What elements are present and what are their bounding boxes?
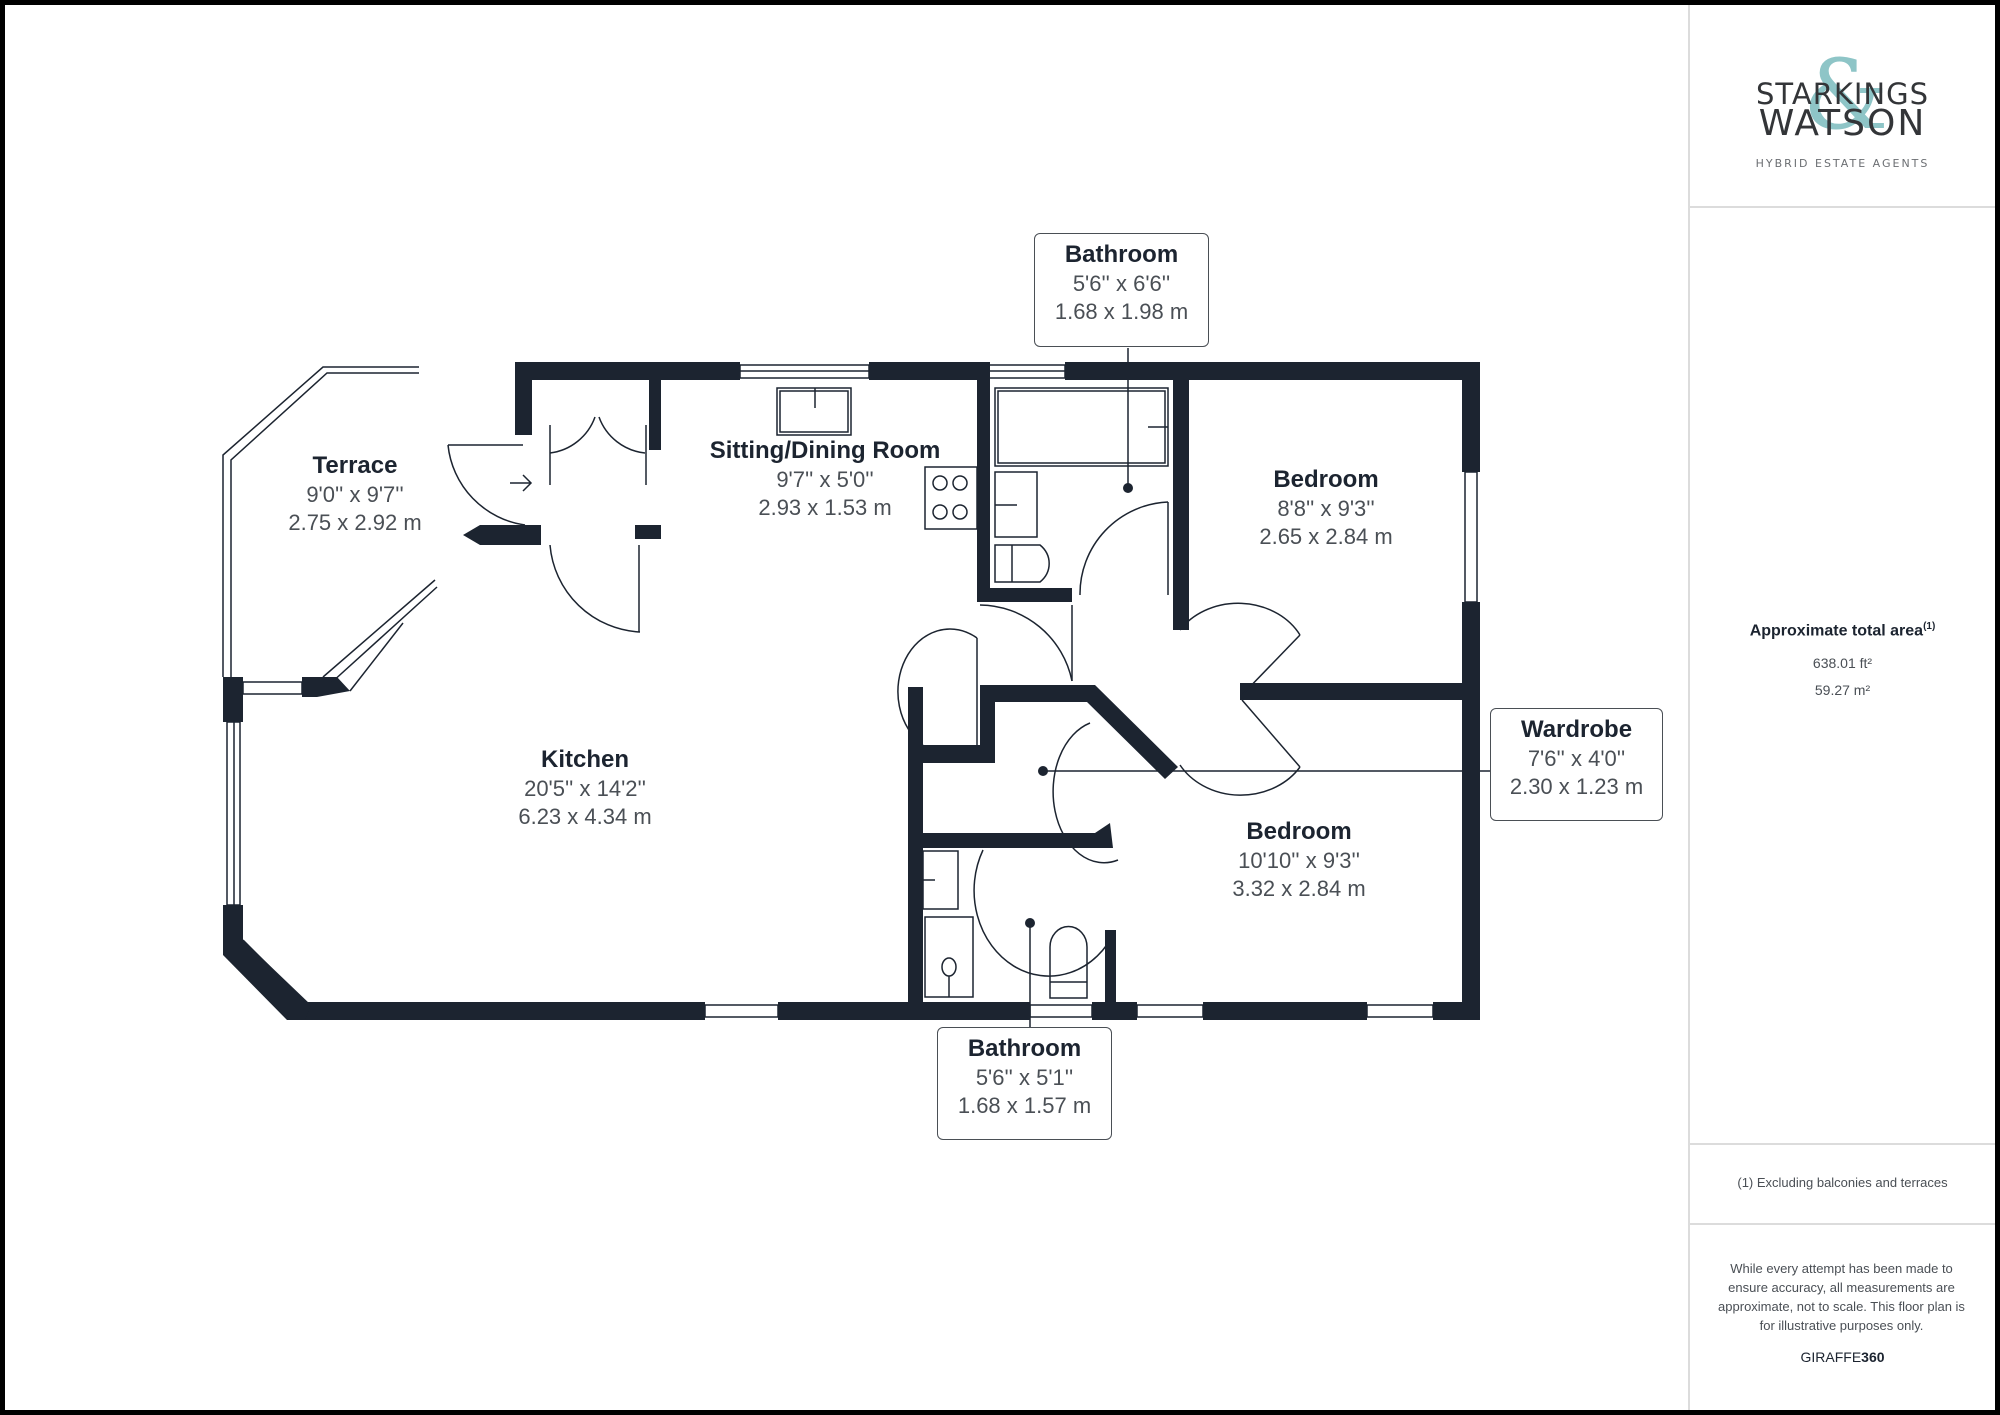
callout-dim-imperial: 5'6'' x 6'6'' <box>1072 271 1171 296</box>
room-dim-metric: 2.65 x 2.84 m <box>1259 524 1393 549</box>
marker-dots <box>1025 483 1133 928</box>
giraffe360-credit: GIRAFFE360 <box>1690 1349 1995 1365</box>
room-dim-metric: 3.32 x 2.84 m <box>1232 876 1366 901</box>
area-title: Approximate total area(1) <box>1690 621 1995 640</box>
logo-section: & STARKINGS WATSON HYBRID ESTATE AGENTS <box>1690 5 1995 208</box>
area-sq-ft: 638.01 ft² <box>1812 655 1873 671</box>
area-sq-m: 59.27 m² <box>1814 682 1871 698</box>
footnote-text: (1) Excluding balconies and terraces <box>1737 1175 1948 1190</box>
callout-dim-metric: 2.30 x 1.23 m <box>1509 774 1644 799</box>
disclaimer-text: While every attempt has been made to ens… <box>1718 1261 1965 1333</box>
room-name: Sitting/Dining Room <box>709 437 941 464</box>
entry-arrow <box>510 474 533 492</box>
note-section: (1) Excluding balconies and terraces <box>1690 1145 1995 1225</box>
callout-bathroom-lower: Bathroom 5'6'' x 5'1'' 1.68 x 1.57 m <box>937 1027 1112 1140</box>
callout-bathroom-upper: Bathroom 5'6'' x 6'6'' 1.68 x 1.98 m <box>1034 233 1209 347</box>
callout-dim-metric: 1.68 x 1.57 m <box>957 1093 1092 1118</box>
room-name: Bedroom <box>1273 466 1379 493</box>
ampersand-logo-icon: & <box>1803 39 1889 151</box>
area-section: Approximate total area(1) 638.01 ft² 59.… <box>1690 208 1995 1145</box>
callout-name: Bathroom <box>1064 241 1179 268</box>
windows-and-fixtures <box>222 348 1495 1035</box>
callout-wardrobe: Wardrobe 7'6'' x 4'0'' 2.30 x 1.23 m <box>1490 708 1663 821</box>
logo-text-line2: WATSON <box>1758 103 1927 144</box>
room-dim-imperial: 20'5'' x 14'2'' <box>524 776 646 801</box>
floor-plan: Terrace 9'0'' x 9'7'' 2.75 x 2.92 m Sitt… <box>5 5 1688 1410</box>
room-name: Kitchen <box>540 746 629 773</box>
agency-logo: & STARKINGS WATSON HYBRID ESTATE AGENTS <box>1690 47 1995 170</box>
info-panel: & STARKINGS WATSON HYBRID ESTATE AGENTS … <box>1688 5 1995 1410</box>
room-name: Bedroom <box>1246 818 1352 845</box>
room-label-sitting-dining: Sitting/Dining Room 9'7'' x 5'0'' 2.93 x… <box>710 436 941 522</box>
floor-plan-drawing <box>222 348 1495 1035</box>
room-name: Terrace <box>312 452 398 479</box>
room-label-kitchen: Kitchen 20'5'' x 14'2'' 6.23 x 4.34 m <box>518 745 651 831</box>
callout-dim-metric: 1.68 x 1.98 m <box>1054 299 1189 324</box>
room-dim-imperial: 10'10'' x 9'3'' <box>1238 848 1360 873</box>
callout-dim-imperial: 7'6'' x 4'0'' <box>1527 746 1626 771</box>
room-dim-imperial: 9'7'' x 5'0'' <box>776 467 874 492</box>
callout-name: Wardrobe <box>1520 716 1633 743</box>
logo-tagline: HYBRID ESTATE AGENTS <box>1755 157 1930 170</box>
callout-name: Bathroom <box>967 1035 1082 1062</box>
room-label-terrace: Terrace 9'0'' x 9'7'' 2.75 x 2.92 m <box>288 451 421 537</box>
walls <box>223 362 1480 1020</box>
floor-plan-page: Terrace 9'0'' x 9'7'' 2.75 x 2.92 m Sitt… <box>5 5 1995 1410</box>
disclaimer-section: While every attempt has been made to ens… <box>1690 1225 1995 1410</box>
room-dim-imperial: 9'0'' x 9'7'' <box>306 482 404 507</box>
room-label-bedroom-2: Bedroom 10'10'' x 9'3'' 3.32 x 2.84 m <box>1232 817 1365 903</box>
room-dim-metric: 2.93 x 1.53 m <box>758 495 892 520</box>
footnote-mark: (1) <box>1923 621 1936 632</box>
area-title-text: Approximate total area <box>1749 622 1924 640</box>
room-dim-metric: 6.23 x 4.34 m <box>518 804 652 829</box>
room-dim-metric: 2.75 x 2.92 m <box>288 510 422 535</box>
credit-prefix: GIRAFFE <box>1800 1349 1862 1365</box>
room-dim-imperial: 8'8'' x 9'3'' <box>1277 496 1375 521</box>
room-label-bedroom-1: Bedroom 8'8'' x 9'3'' 2.65 x 2.84 m <box>1259 465 1392 551</box>
callout-dim-imperial: 5'6'' x 5'1'' <box>975 1065 1074 1090</box>
logo-text-line1: STARKINGS <box>1755 77 1929 111</box>
credit-suffix: 360 <box>1861 1349 1885 1365</box>
